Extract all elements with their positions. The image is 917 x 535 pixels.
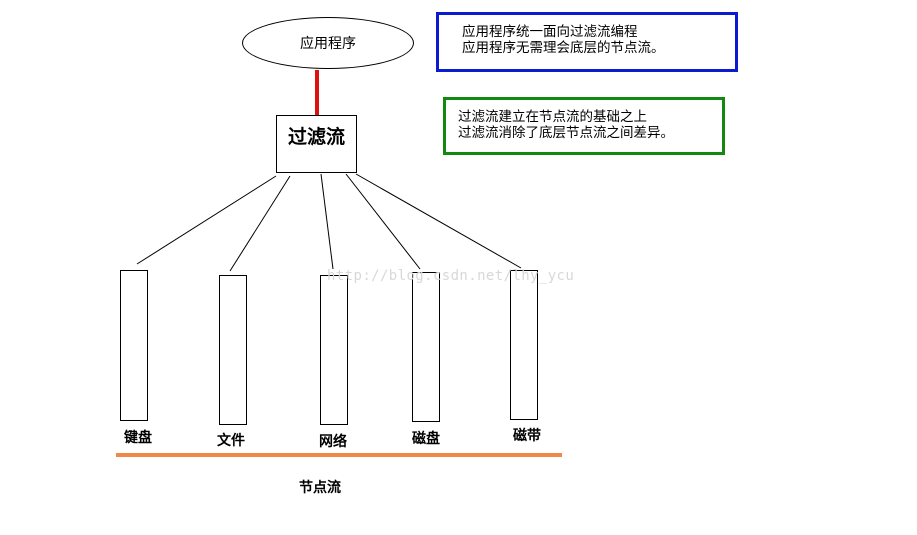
application-note: 应用程序统一面向过滤流编程 应用程序无需理会底层的节点流。 [436, 12, 738, 72]
filter-stream-node: 过滤流 [276, 115, 357, 173]
watermark: http://blog.csdn.net/lhy_ycu [327, 268, 575, 284]
filter-note-line-1: 过滤流建立在节点流的基础之上 [458, 109, 647, 125]
keyboard-stream [120, 270, 148, 421]
file-label: 文件 [217, 433, 245, 449]
tape-stream [510, 270, 538, 420]
filter-to-network-line [320, 173, 334, 270]
network-stream [320, 275, 348, 425]
filter-to-disk-line [345, 173, 421, 270]
application-node: 应用程序 [242, 17, 414, 69]
filter-note-line-2: 过滤流消除了底层节点流之间差异。 [458, 125, 674, 141]
node-stream-group-label: 节点流 [299, 480, 341, 496]
filter-note: 过滤流建立在节点流的基础之上 过滤流消除了底层节点流之间差异。 [443, 97, 725, 155]
tape-label: 磁带 [513, 428, 541, 444]
network-label: 网络 [319, 434, 347, 450]
filter-to-keyboard-line [136, 175, 277, 265]
keyboard-label: 键盘 [124, 430, 152, 446]
application-note-line-1: 应用程序统一面向过滤流编程 [462, 24, 638, 40]
application-label: 应用程序 [300, 36, 356, 52]
disk-label: 磁盘 [412, 431, 440, 447]
file-stream [219, 275, 247, 425]
disk-stream [412, 272, 440, 422]
filter-to-tape-line [355, 173, 522, 269]
filter-stream-label: 过滤流 [287, 125, 345, 148]
filter-to-file-line [229, 175, 291, 272]
application-note-line-2: 应用程序无需理会底层的节点流。 [462, 40, 665, 56]
